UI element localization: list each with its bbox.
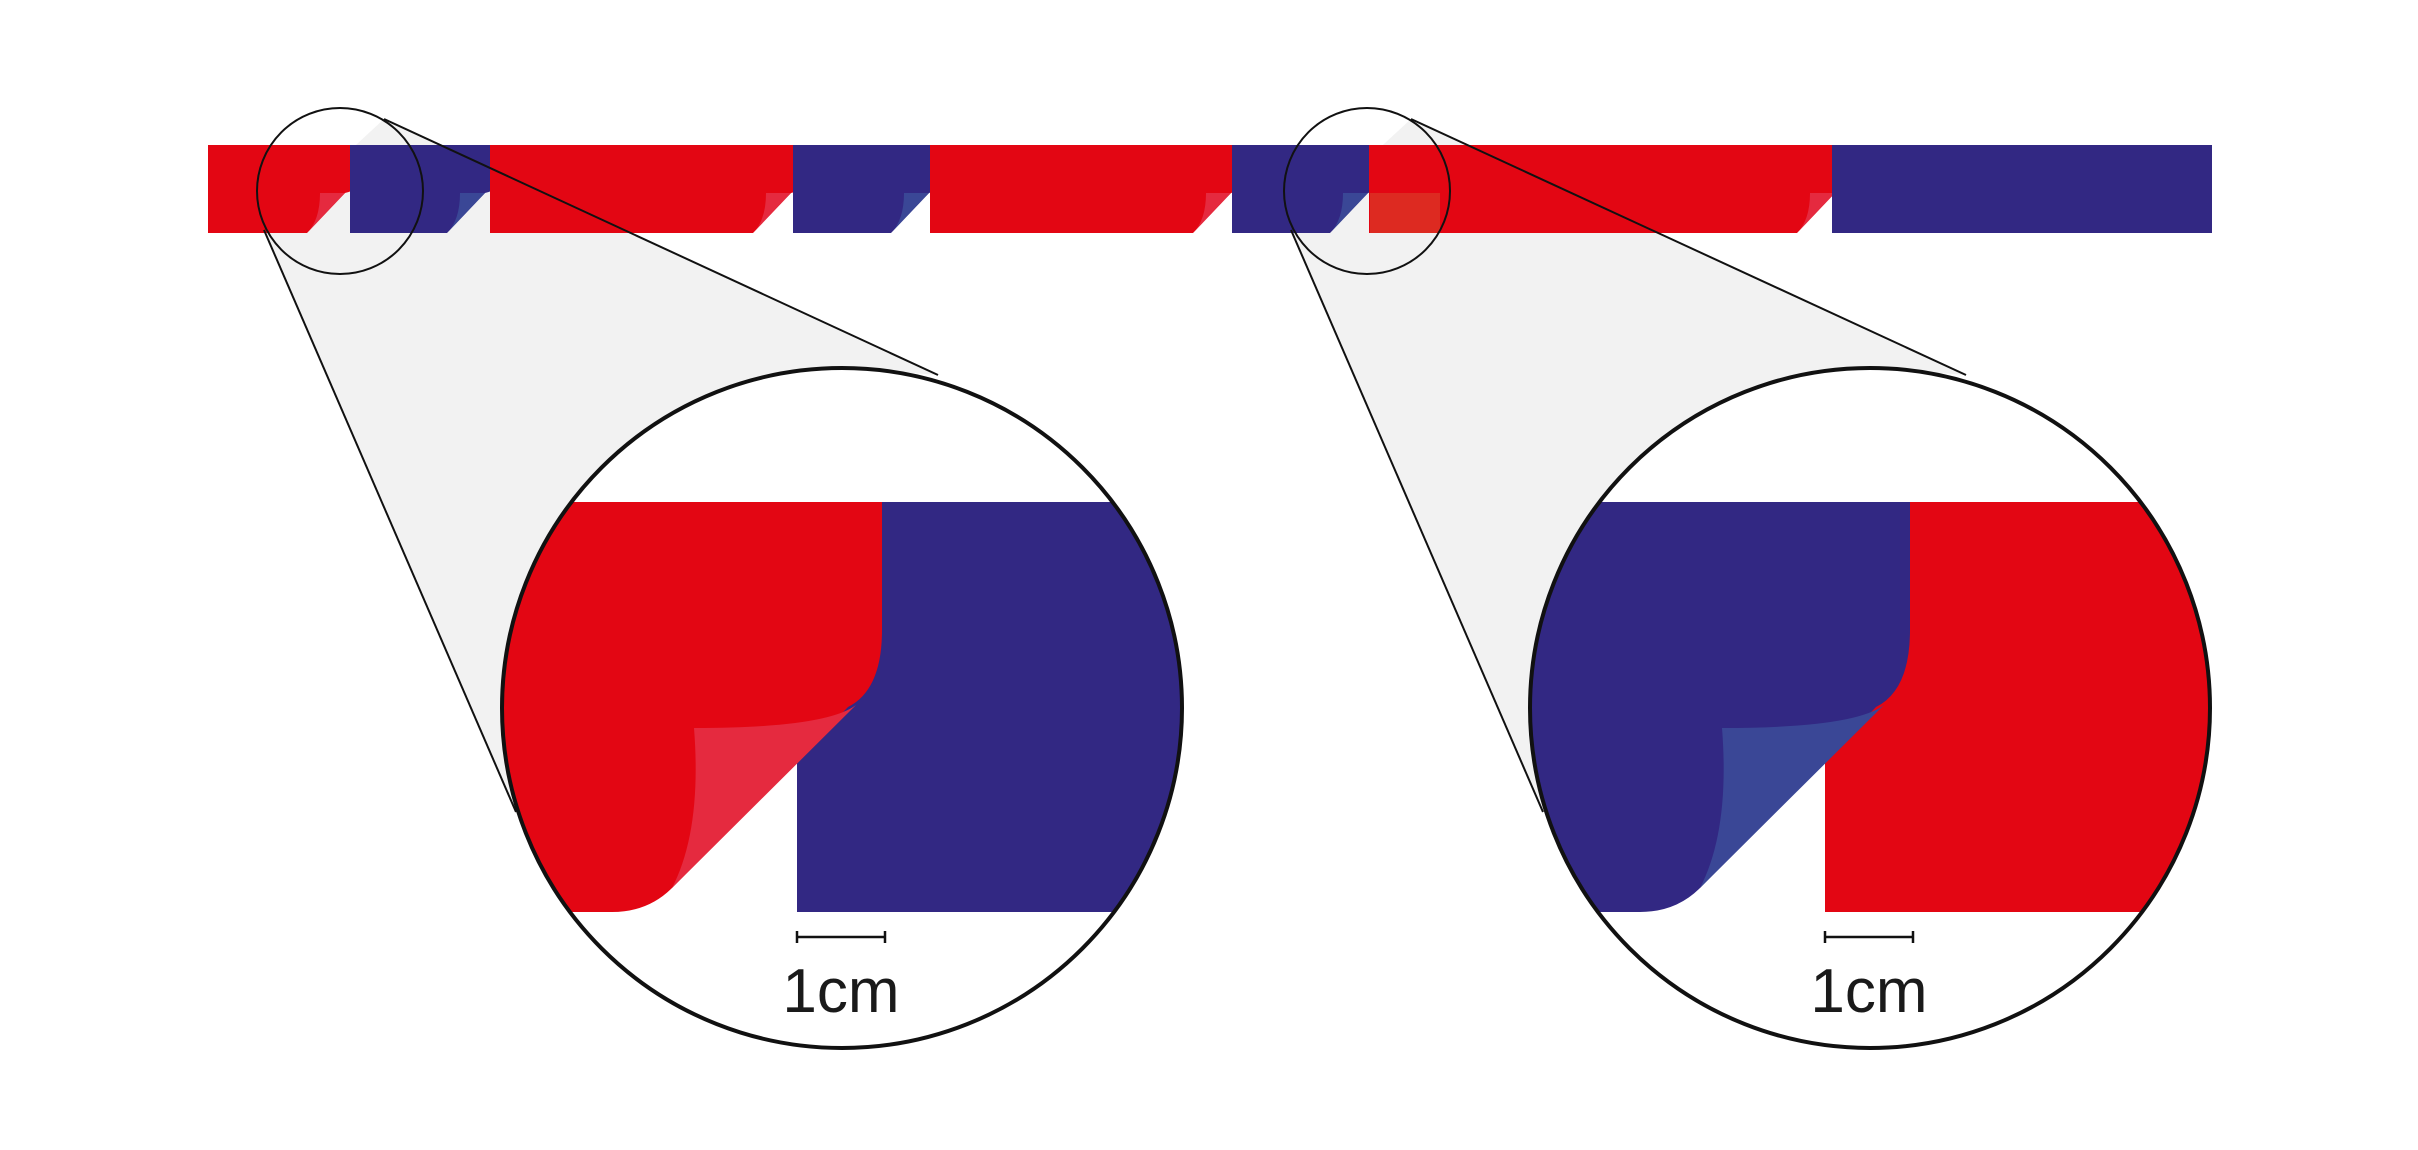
scale-bar-left: 1cm	[782, 931, 900, 1026]
zoom-funnel-right	[1291, 119, 1966, 812]
zoom-line-right-bottom	[1290, 229, 1544, 813]
zoom-lines	[263, 118, 1967, 813]
scale-bar-right: 1cm	[1810, 931, 1928, 1026]
magnifier-left: 1cm	[500, 366, 1184, 1050]
scale-bar-right-label: 1cm	[1810, 957, 1927, 1026]
magnifier-left-left-panel	[502, 502, 882, 912]
strip-peel-5	[1193, 193, 1231, 233]
magnifier-right-rim	[1528, 366, 2212, 1050]
zoom-line-right-top	[1410, 118, 1967, 376]
strip-overlap-right	[1370, 193, 1440, 233]
strip-segment-7	[1369, 145, 1850, 233]
strip-segment-3	[490, 145, 806, 233]
magnifier-left-rim	[500, 366, 1184, 1050]
lens-small-left	[256, 107, 424, 275]
scale-bar-left-label: 1cm	[782, 957, 899, 1026]
strip-peel-1	[307, 193, 345, 233]
strip-peel-3	[753, 193, 791, 233]
magnifier-right-left-panel	[1530, 502, 1910, 912]
strip-peel-7	[1797, 193, 1835, 233]
zoom-line-left-bottom	[263, 229, 517, 813]
strip-segment-8	[1832, 145, 2212, 233]
magnifier-right: 1cm	[1528, 366, 2212, 1050]
banner-strip	[208, 145, 2212, 233]
zoom-line-left-top	[383, 118, 939, 376]
strip-peel-2	[447, 193, 485, 233]
lens-small-right	[1283, 107, 1451, 275]
strip-peel-6	[1330, 193, 1368, 233]
magnifier-left-peel	[672, 705, 856, 888]
strip-segment-4	[793, 145, 944, 233]
magnifier-right-peel	[1700, 705, 1884, 888]
strip-segment-5	[930, 145, 1246, 233]
strip-peel-4	[891, 193, 929, 233]
